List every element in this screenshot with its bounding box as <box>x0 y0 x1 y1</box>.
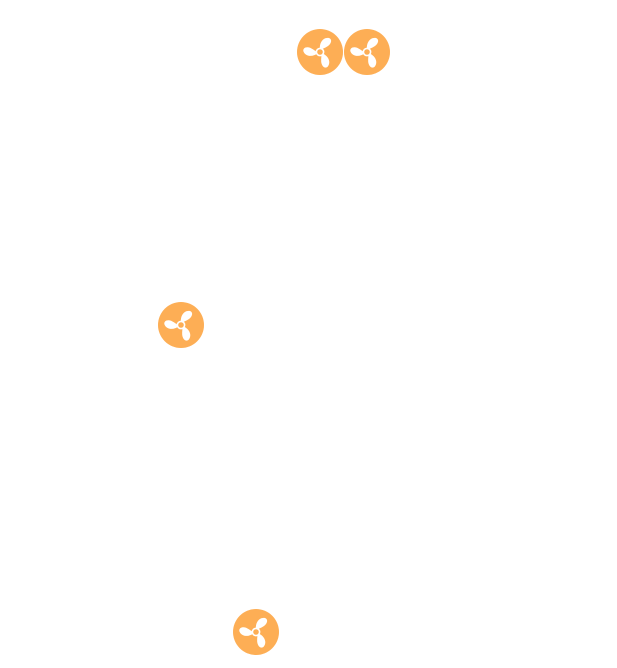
fan-icon <box>344 29 390 75</box>
fan-marker[interactable] <box>233 609 279 655</box>
fan-marker[interactable] <box>158 302 204 348</box>
fan-marker[interactable] <box>344 29 390 75</box>
fan-marker[interactable] <box>297 29 343 75</box>
fan-icon <box>233 609 279 655</box>
fan-icon <box>297 29 343 75</box>
fan-icon <box>158 302 204 348</box>
